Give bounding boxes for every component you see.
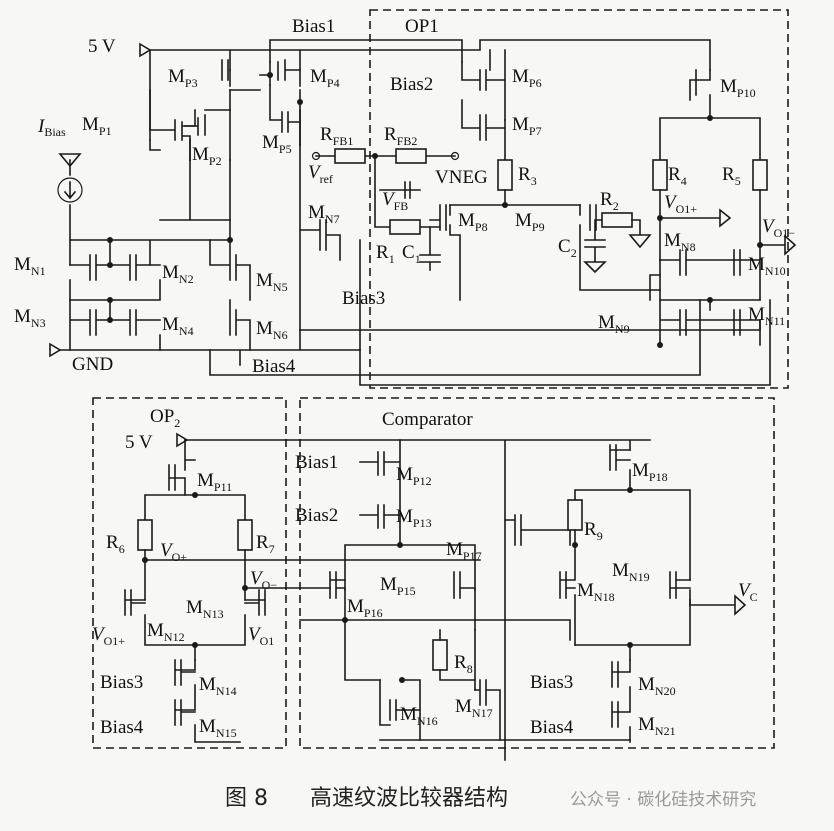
bias4c-label: Bias4 [530,717,574,738]
vo1p2-label: VO1+ [92,624,125,648]
comparator-label: Comparator [382,409,473,430]
capacitor-2: C2 [558,236,577,260]
resistor-4: R4 [668,164,687,188]
transistor-p2: MP2 [192,144,222,168]
transistor-p17: MP17 [446,539,482,563]
resistor-7: R7 [256,532,275,556]
gnd-label: GND [72,354,113,375]
transistor-p12: MP12 [396,464,432,488]
supply-rails [59,39,771,386]
transistor-n12: MN12 [147,620,185,644]
transistor-p13: MP13 [396,506,432,530]
bias4-label: Bias4 [252,356,296,377]
op1-amplifier [299,49,797,348]
transistor-p16: MP16 [347,596,383,620]
op1-block [369,9,789,389]
transistor-n17: MN17 [455,696,493,720]
transistor-n4: MN4 [162,314,194,338]
transistor-p9: MP9 [515,210,545,234]
transistor-n3: MN3 [14,306,46,330]
op2-amplifier [124,439,651,761]
vop-label: VO+ [160,540,187,564]
resistor-fb1: RFB1 [320,124,353,148]
vref-label: Vref [308,162,333,186]
transistor-n19: MN19 [612,560,650,584]
op2-label: OP2 [150,406,180,430]
resistor-fb2: RFB2 [384,124,417,148]
bias3b-label: Bias3 [100,672,143,693]
resistor-5: R5 [722,164,741,188]
op2-block [92,397,287,749]
transistor-n18: MN18 [577,580,615,604]
transistor-n14: MN14 [199,674,237,698]
watermark: 公众号 · 碳化硅技术研究 [570,790,756,810]
transistor-n1: MN1 [14,254,46,278]
transistor-p3: MP3 [168,66,198,90]
resistor-9: R9 [584,519,603,543]
transistor-p1: MP1 [82,114,112,138]
transistor-n15: MN15 [199,716,237,740]
bias4b-label: Bias4 [100,717,144,738]
transistor-p15: MP15 [380,574,416,598]
transistor-p10: MP10 [720,76,756,100]
transistor-n11: MN11 [748,304,785,328]
vc-label: VC [738,580,758,604]
transistor-n10: MN10 [748,254,786,278]
labels: 5 V GND Bias1 Bias2 Bias3 Bias4 OP1 Comp… [37,16,795,738]
comparator-block [299,397,775,749]
transistor-n6: MN6 [256,318,288,342]
vfb-label: VFB [382,189,408,213]
vdd-port [139,42,152,58]
vom-label: VO− [250,568,277,592]
transistor-n5: MN5 [256,270,288,294]
transistor-p8: MP8 [458,210,488,234]
gnd-port [49,342,62,358]
transistor-n21: MN21 [638,714,676,738]
resistor-3: R3 [518,164,537,188]
caption-title: 高速纹波比较器结构 [310,786,508,811]
transistor-n9: MN9 [598,312,630,336]
vo1p-label: VO1+ [664,192,697,216]
bias2-label: Bias2 [390,74,433,95]
resistor-8: R8 [454,652,473,676]
vo1-label: VO1 [248,624,274,648]
transistor-n2: MN2 [162,262,194,286]
caption-number: 图 8 [225,786,268,811]
transistor-n20: MN20 [638,674,676,698]
transistor-p11: MP11 [197,470,232,494]
ibias-label: IBias [37,116,66,139]
ports [49,42,189,448]
bias1b-label: Bias1 [295,452,338,473]
transistor-p4: MP4 [310,66,340,90]
bias3c-label: Bias3 [530,672,573,693]
vdd2-port [176,432,189,448]
bias2b-label: Bias2 [295,505,338,526]
vo1m-label: VO1− [762,216,795,240]
transistor-n7: MN7 [308,202,340,226]
capacitor-1: C1 [402,242,421,266]
transistor-n13: MN13 [186,597,224,621]
op1-label: OP1 [405,16,439,37]
vdd-label: 5 V [88,36,116,57]
bias-generator [57,59,341,351]
bias3-label: Bias3 [342,288,385,309]
transistor-p6: MP6 [512,66,542,90]
transistor-n8: MN8 [664,230,696,254]
resistor-1: R1 [376,242,395,266]
vdd2-label: 5 V [125,432,153,453]
transistor-n16: MN16 [400,704,438,728]
resistor-2: R2 [600,189,619,213]
bias1-label: Bias1 [292,16,335,37]
resistor-6: R6 [106,532,125,556]
vneg-label: VNEG [435,167,488,188]
transistor-p5: MP5 [262,132,292,156]
transistor-p7: MP7 [512,114,542,138]
comparator-circuit [299,439,747,743]
transistor-p18: MP18 [632,460,668,484]
